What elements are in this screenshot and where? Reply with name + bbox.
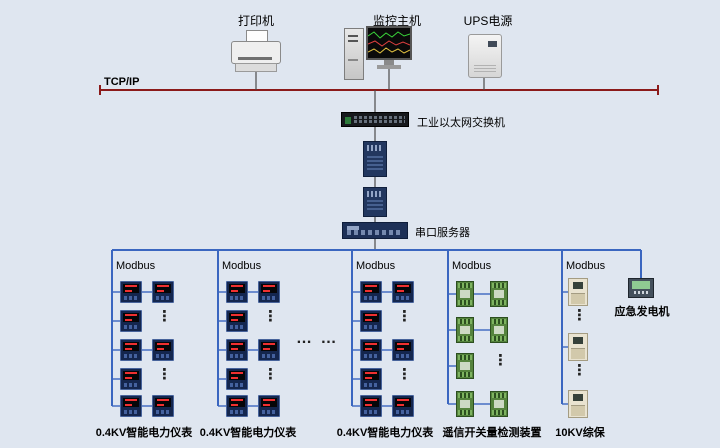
serial-server-icon [342, 222, 408, 239]
power-meter-icon [226, 310, 248, 332]
power-meter-icon [226, 281, 248, 303]
protection-relay-icon [568, 278, 588, 306]
modbus-label: Modbus [566, 260, 606, 272]
power-meter-icon [226, 339, 248, 361]
tcp-ip-bus [99, 85, 659, 95]
printer-icon [231, 30, 281, 72]
io-module-icon [490, 317, 508, 343]
ellipsis-vertical: ⋮ [572, 307, 587, 324]
group-caption: 0.4KV智能电力仪表 [199, 427, 297, 439]
group-caption: 0.4KV智能电力仪表 [336, 427, 434, 439]
ellipsis-horizontal: … … [296, 330, 339, 347]
power-meter-icon [226, 368, 248, 390]
device-connectors [255, 69, 485, 250]
ups-label: UPS电源 [463, 14, 513, 28]
power-meter-icon [258, 395, 280, 417]
power-meter-icon [360, 339, 382, 361]
host-base [377, 65, 401, 69]
power-meter-icon [226, 395, 248, 417]
protection-relay-icon [568, 390, 588, 418]
ellipsis-vertical: ⋮ [157, 308, 172, 325]
modbus-bus [111, 249, 642, 407]
protection-relay-icon [568, 333, 588, 361]
power-meter-icon [360, 281, 382, 303]
host-tower-icon [344, 28, 364, 80]
modbus-label: Modbus [116, 260, 156, 272]
group-caption: 10KV综保 [555, 427, 605, 439]
ellipsis-vertical: ⋮ [397, 366, 412, 383]
monitor-host-icon [344, 26, 414, 82]
ellipsis-vertical: ⋮ [263, 366, 278, 383]
power-meter-icon [360, 310, 382, 332]
io-module-icon [456, 391, 474, 417]
generator-label: 应急发电机 [614, 306, 670, 318]
modbus-label: Modbus [356, 260, 396, 272]
serial-server-label: 串口服务器 [415, 227, 470, 239]
power-meter-icon [120, 368, 142, 390]
io-module-icon [456, 353, 474, 379]
ups-icon [468, 34, 502, 78]
media-converter-icon [363, 187, 387, 217]
power-meter-icon [392, 339, 414, 361]
power-meter-icon [152, 395, 174, 417]
power-meter-icon [360, 368, 382, 390]
io-module-icon [490, 281, 508, 307]
power-meter-icon [152, 339, 174, 361]
printer-label: 打印机 [237, 14, 274, 28]
host-screen-waveform [367, 31, 411, 54]
power-meter-icon [392, 281, 414, 303]
ellipsis-vertical: ⋮ [263, 308, 278, 325]
media-converter-icon [363, 141, 387, 177]
ellipsis-vertical: ⋮ [572, 362, 587, 379]
io-module-icon [490, 391, 508, 417]
switch-label: 工业以太网交换机 [417, 117, 505, 129]
io-module-icon [456, 317, 474, 343]
group-caption: 0.4KV智能电力仪表 [95, 427, 193, 439]
power-meter-icon [120, 281, 142, 303]
power-meter-icon [258, 281, 280, 303]
ellipsis-vertical: ⋮ [397, 308, 412, 325]
modbus-label: Modbus [222, 260, 262, 272]
power-meter-icon [258, 339, 280, 361]
power-meter-icon [120, 339, 142, 361]
ellipsis-vertical: ⋮ [493, 352, 508, 369]
tcp-ip-label: TCP/IP [104, 76, 140, 88]
host-stand [384, 60, 394, 65]
io-module-icon [456, 281, 474, 307]
power-meter-icon [360, 395, 382, 417]
power-meter-icon [392, 395, 414, 417]
ellipsis-vertical: ⋮ [157, 366, 172, 383]
modbus-label: Modbus [452, 260, 492, 272]
power-meter-icon [120, 395, 142, 417]
power-meter-icon [152, 281, 174, 303]
power-meter-icon [120, 310, 142, 332]
group-caption: 遥信开关量检测装置 [442, 427, 542, 439]
generator-controller-icon [628, 278, 654, 298]
host-screen-icon [366, 26, 412, 60]
host-label: 监控主机 [372, 14, 421, 28]
ethernet-switch-icon [341, 112, 409, 127]
